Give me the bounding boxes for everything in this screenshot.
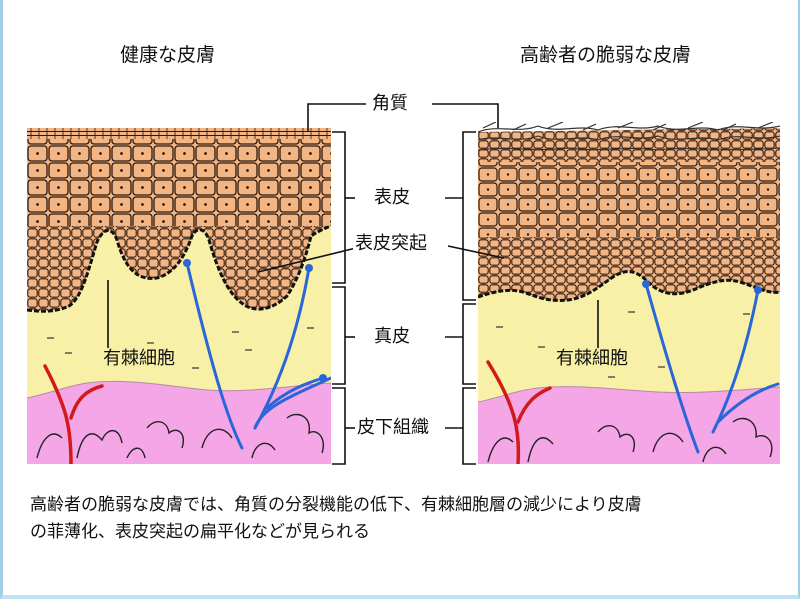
label-dermis: 真皮 xyxy=(372,326,412,348)
label-rete-ridges: 表皮突起 xyxy=(353,233,429,255)
label-subcutaneous: 皮下組織 xyxy=(355,417,431,439)
caption-line-1: 高齢者の脆弱な皮膚では、角質の分裂機能の低下、有棘細胞層の減少により皮膚 xyxy=(30,495,642,515)
caption: 高齢者の脆弱な皮膚では、角質の分裂機能の低下、有棘細胞層の減少により皮膚 の菲薄… xyxy=(30,492,780,546)
caption-line-2: の菲薄化、表皮突起の扁平化などが見られる xyxy=(30,522,370,542)
label-prickle-cells-healthy: 有棘細胞 xyxy=(103,348,175,369)
title-aged-skin: 高齢者の脆弱な皮膚 xyxy=(520,44,692,66)
label-stratum-corneum: 角質 xyxy=(370,93,410,115)
label-epidermis: 表皮 xyxy=(372,187,412,209)
title-healthy-skin: 健康な皮膚 xyxy=(120,44,216,66)
label-prickle-cells-aged: 有棘細胞 xyxy=(556,348,628,369)
healthy-skin-diagram xyxy=(27,128,331,464)
aged-skin-diagram xyxy=(478,122,780,464)
